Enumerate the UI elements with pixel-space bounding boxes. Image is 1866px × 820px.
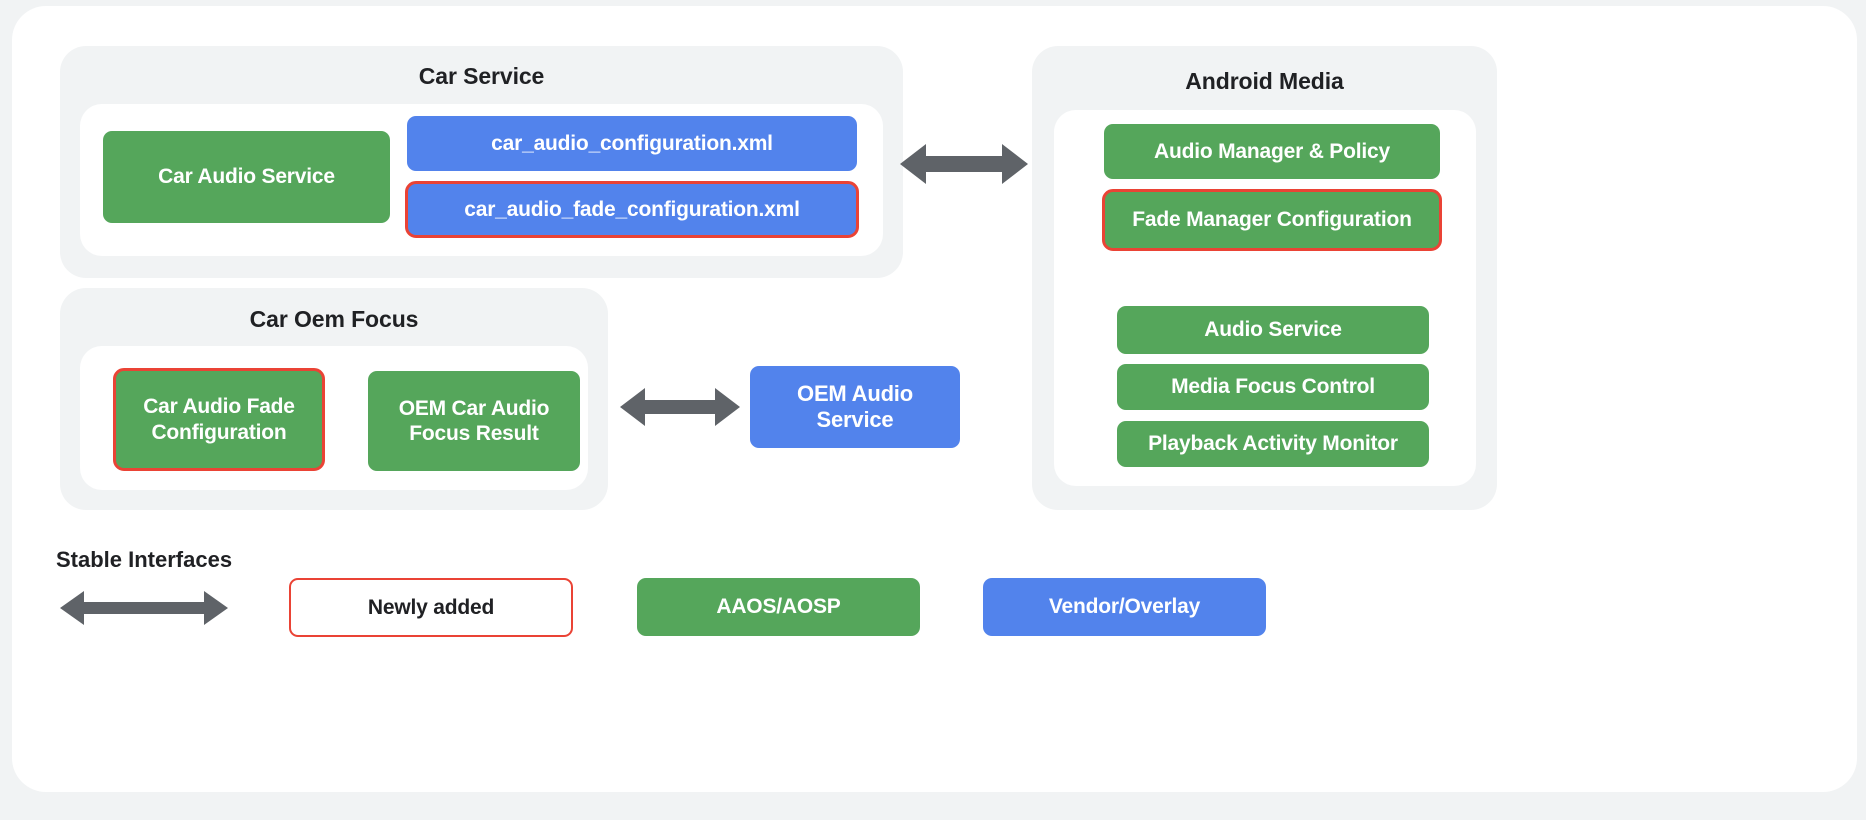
legend-item-aaos-aosp-label: AAOS/AOSP <box>716 595 841 618</box>
node-oem-audio-service-label: OEM Audio Service <box>797 380 913 432</box>
node-audio-manager-and-policy[interactable]: Audio Manager & Policy <box>1104 124 1440 179</box>
node-car-audio-fade-configuration-xml-label: car_audio_fade_configuration.xml <box>464 197 800 221</box>
node-oem-audio-service[interactable]: OEM Audio Service <box>750 366 960 448</box>
node-car-audio-service[interactable]: Car Audio Service <box>103 131 390 223</box>
node-car-audio-configuration-xml[interactable]: car_audio_configuration.xml <box>407 116 857 171</box>
node-car-audio-fade-configuration-xml[interactable]: car_audio_fade_configuration.xml <box>405 181 859 238</box>
group-car-oem-focus-title: Car Oem Focus <box>249 306 419 332</box>
node-oem-car-audio-focus-result[interactable]: OEM Car Audio Focus Result <box>368 371 580 471</box>
legend-item-newly-added[interactable]: Newly added <box>289 578 573 637</box>
node-fade-manager-configuration[interactable]: Fade Manager Configuration <box>1102 189 1442 251</box>
node-audio-service[interactable]: Audio Service <box>1117 306 1429 354</box>
node-car-audio-fade-configuration-label: Car Audio Fade Configuration <box>143 395 295 444</box>
connector-car-oem-focus-to-oem-audio-service <box>620 384 740 430</box>
group-android-media-title: Android Media <box>1185 68 1344 94</box>
legend-stable-interfaces-arrow-icon <box>60 588 228 628</box>
node-audio-manager-and-policy-label: Audio Manager & Policy <box>1154 139 1390 163</box>
node-playback-activity-monitor-label: Playback Activity Monitor <box>1148 432 1398 456</box>
legend-item-vendor-overlay[interactable]: Vendor/Overlay <box>983 578 1266 636</box>
diagram-card: Car Service Car Audio Service car_audio_… <box>12 6 1857 792</box>
node-fade-manager-configuration-label: Fade Manager Configuration <box>1132 208 1412 232</box>
group-car-oem-focus: Car Oem Focus Car Audio Fade Configurati… <box>60 288 608 510</box>
node-audio-service-label: Audio Service <box>1204 318 1342 342</box>
group-car-service: Car Service Car Audio Service car_audio_… <box>60 46 903 278</box>
legend-item-newly-added-label: Newly added <box>367 595 495 619</box>
node-media-focus-control[interactable]: Media Focus Control <box>1117 364 1429 410</box>
connector-car-service-to-android-media <box>900 140 1028 188</box>
node-oem-car-audio-focus-result-label: OEM Car Audio Focus Result <box>398 396 550 445</box>
group-car-service-title: Car Service <box>418 63 545 89</box>
legend-item-vendor-overlay-label: Vendor/Overlay <box>1048 595 1201 618</box>
node-car-audio-configuration-xml-label: car_audio_configuration.xml <box>491 131 773 155</box>
node-playback-activity-monitor[interactable]: Playback Activity Monitor <box>1117 421 1429 467</box>
legend-stable-interfaces-label: Stable Interfaces <box>56 547 233 572</box>
node-car-audio-service-label: Car Audio Service <box>158 165 335 189</box>
node-media-focus-control-label: Media Focus Control <box>1171 375 1375 399</box>
legend-item-aaos-aosp[interactable]: AAOS/AOSP <box>637 578 920 636</box>
node-car-audio-fade-configuration[interactable]: Car Audio Fade Configuration <box>113 368 325 471</box>
group-android-media: Android Media Audio Manager & Policy Fad… <box>1032 46 1497 510</box>
